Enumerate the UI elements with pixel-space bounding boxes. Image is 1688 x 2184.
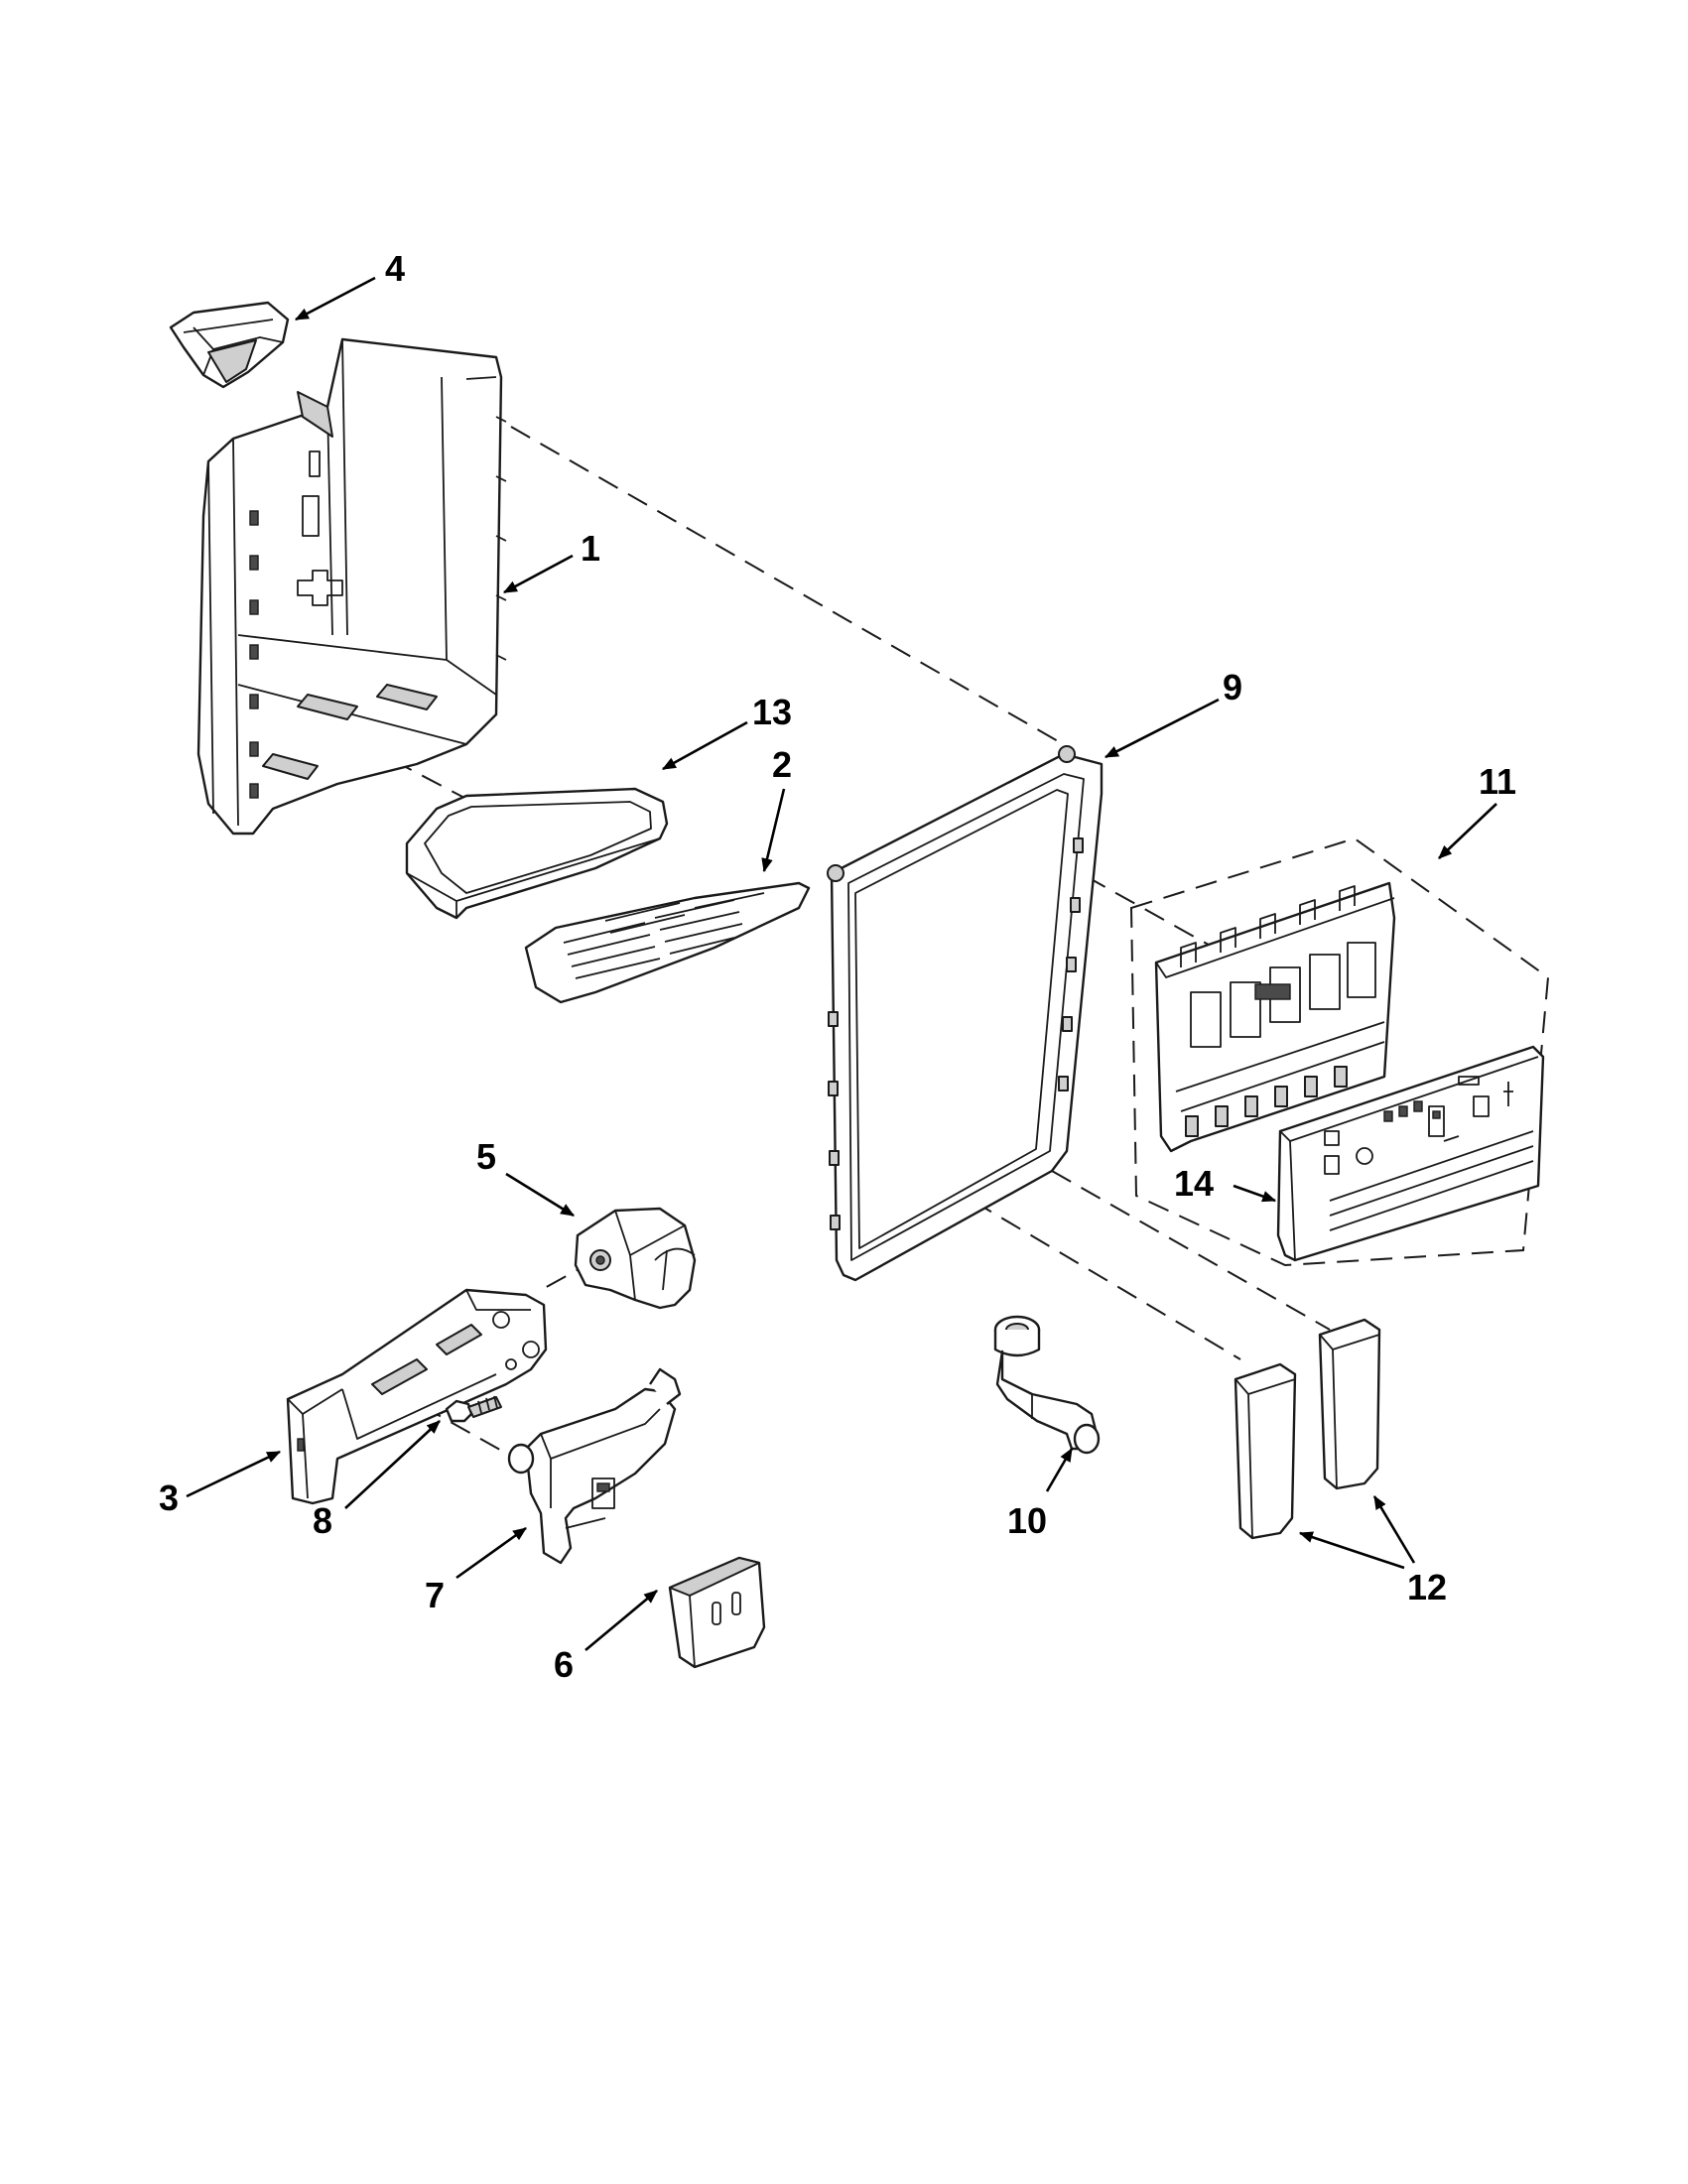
part-11-control-module bbox=[1154, 881, 1396, 1153]
part-1-housing bbox=[196, 337, 507, 835]
callout-labels: 4 1 13 2 9 11 14 5 3 8 7 6 10 12 bbox=[159, 248, 1516, 1685]
callout-7: 7 bbox=[425, 1575, 445, 1615]
part-14-panel bbox=[1276, 1045, 1545, 1262]
part-8-screw bbox=[445, 1395, 502, 1423]
part-9-frame bbox=[827, 745, 1104, 1282]
callout-13: 13 bbox=[752, 692, 792, 732]
callout-4: 4 bbox=[385, 248, 405, 289]
part-4-cup bbox=[169, 301, 290, 389]
callout-2: 2 bbox=[772, 744, 792, 785]
callout-1: 1 bbox=[581, 528, 600, 569]
part-13-tray bbox=[405, 787, 669, 920]
grille-slots bbox=[563, 892, 765, 979]
frame-tabs bbox=[828, 837, 1084, 1230]
callout-10: 10 bbox=[1007, 1500, 1047, 1541]
part-5-motor bbox=[574, 1207, 697, 1310]
part-12-pads bbox=[1234, 1318, 1381, 1540]
part-6-cover bbox=[668, 1556, 766, 1669]
callout-5: 5 bbox=[476, 1136, 496, 1177]
panel-icons bbox=[1324, 1076, 1534, 1231]
callout-6: 6 bbox=[554, 1644, 574, 1685]
callout-3: 3 bbox=[159, 1477, 179, 1518]
part-7-actuator bbox=[507, 1367, 682, 1565]
module-pins bbox=[1185, 1066, 1348, 1137]
callout-11: 11 bbox=[1479, 761, 1516, 802]
callout-8: 8 bbox=[313, 1500, 332, 1541]
part-2-grille bbox=[524, 881, 811, 1004]
part-3-bracket bbox=[286, 1288, 548, 1505]
leader-lines bbox=[186, 276, 1497, 1651]
callout-9: 9 bbox=[1223, 667, 1242, 707]
callout-12: 12 bbox=[1407, 1567, 1447, 1607]
callout-14: 14 bbox=[1174, 1163, 1214, 1204]
part-10-fitting bbox=[993, 1315, 1101, 1455]
